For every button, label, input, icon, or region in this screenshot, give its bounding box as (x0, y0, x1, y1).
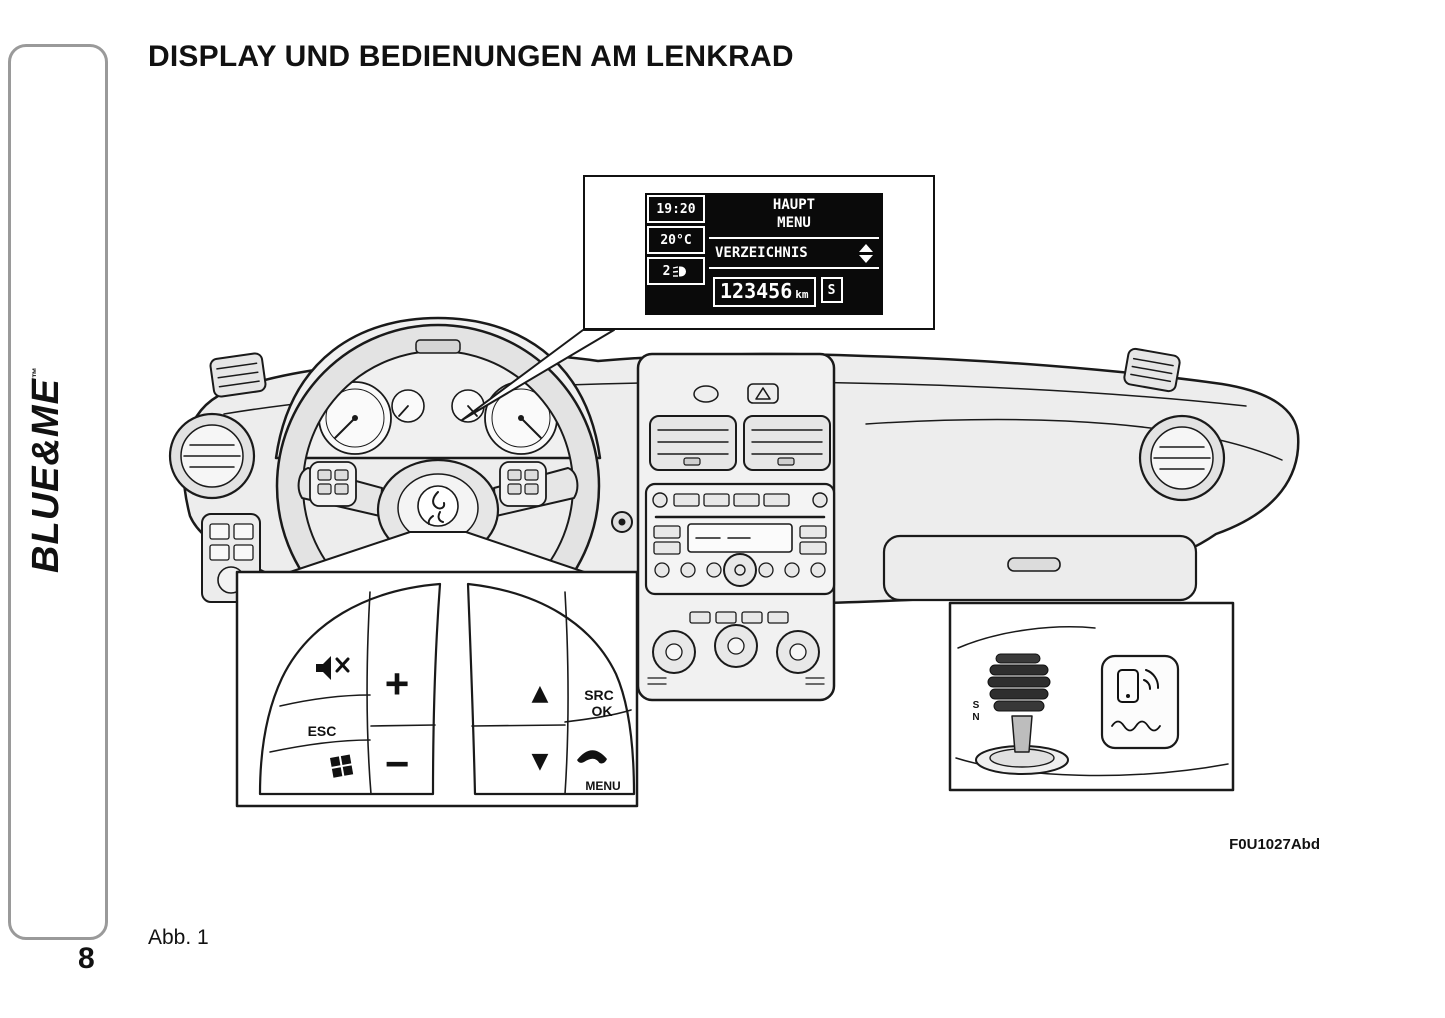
left-upper-vent (209, 352, 267, 398)
time-value: 19:20 (656, 201, 696, 217)
lcd-display: 19:20 20°C 2 HAUPT MENU VERZEICHNIS (645, 193, 883, 315)
phone-body-icon (1117, 669, 1139, 703)
odometer-row: 123456 km S (713, 277, 843, 307)
temperature-value: 20°C (660, 232, 692, 248)
console-oval-button (693, 385, 719, 403)
menu-entry-row: VERZEICHNIS (709, 237, 879, 269)
blue-me-button (1100, 654, 1180, 750)
ignition-switch (611, 511, 633, 533)
fuel-gauge (391, 389, 425, 423)
abarth-badge (417, 485, 459, 527)
left-wing (258, 582, 442, 796)
display-callout-frame: 19:20 20°C 2 HAUPT MENU VERZEICHNIS (583, 175, 935, 330)
esc-label: ESC (308, 723, 337, 739)
up-arrow-label: ▲ (532, 681, 549, 706)
gear-callout-box: S N (948, 601, 1235, 792)
plus-label: + (385, 660, 410, 707)
glovebox (882, 534, 1198, 602)
center-vents (649, 415, 831, 471)
dashboard-illustration: + ESC − ▲ ▼ SRC OK MENU (168, 316, 1300, 808)
scroll-up-arrow-icon (859, 243, 873, 252)
brand-label: BLUE&ME (25, 378, 67, 573)
brand-vertical: BLUE&ME™ (25, 340, 85, 600)
windows-icon (330, 754, 354, 778)
menu-title-line2: MENU (777, 215, 811, 231)
temperature-cell: 20°C (647, 226, 705, 254)
menu-entry-label: VERZEICHNIS (715, 245, 808, 261)
menu-title-line1: HAUPT (772, 197, 816, 213)
figure-caption: Abb. 1 (148, 926, 209, 949)
odometer-box: 123456 km (713, 277, 816, 307)
phone-icon (577, 750, 607, 764)
figure-code: F0U1027Abd (1229, 836, 1320, 853)
headlight-level-value: 2 (662, 263, 671, 279)
down-arrow-label: ▼ (532, 749, 549, 774)
center-console (636, 352, 836, 702)
hazard-button (747, 383, 779, 404)
controls-callout-box: + ESC − ▲ ▼ SRC OK MENU (235, 570, 639, 808)
headlight-leveling-icon (673, 265, 687, 277)
lcd-left-column: 19:20 20°C 2 (645, 193, 707, 288)
menu-label: MENU (585, 779, 620, 793)
src-label: SRC (584, 687, 614, 703)
headlight-level-cell: 2 (647, 257, 705, 285)
radio-unit (644, 482, 836, 596)
trademark-symbol: ™ (31, 367, 43, 379)
odometer-unit: km (795, 288, 809, 301)
scroll-arrows-icon (859, 243, 873, 263)
odometer-value: 123456 (720, 279, 793, 303)
hazard-triangle-icon (755, 387, 771, 400)
time-cell: 19:20 (647, 195, 705, 223)
trip-box: S (820, 277, 843, 303)
left-round-vent (168, 412, 256, 500)
right-wing (466, 582, 636, 796)
wave-icon (1111, 720, 1161, 732)
wing-dividers (269, 591, 632, 795)
gear-shifter: S N (972, 653, 1069, 775)
scroll-down-arrow-icon (859, 254, 873, 263)
gear-s-label: S (973, 700, 980, 711)
page-title: DISPLAY UND BEDIENUNGEN AM LENKRAD (148, 40, 794, 73)
display-pointer (461, 329, 615, 421)
gear-n-label: N (972, 712, 979, 723)
volume-knob (723, 553, 757, 587)
wheel-top-badge (415, 339, 461, 354)
dash-lower-crease (865, 418, 1283, 461)
climate-controls (647, 611, 825, 685)
mute-icon (316, 656, 350, 680)
right-upper-vent (1123, 347, 1181, 393)
glovebox-handle (1007, 557, 1061, 572)
sidebar-panel (8, 44, 108, 940)
right-thumb-controls (499, 461, 547, 507)
ok-label: OK (592, 703, 613, 719)
right-round-vent (1138, 414, 1226, 502)
left-thumb-controls (309, 461, 357, 507)
minus-label: − (385, 740, 410, 787)
menu-title: HAUPT MENU (709, 196, 879, 232)
abarth-scorpion-icon (427, 491, 446, 525)
signal-arcs-icon (1143, 669, 1160, 690)
page-number: 8 (78, 942, 95, 975)
